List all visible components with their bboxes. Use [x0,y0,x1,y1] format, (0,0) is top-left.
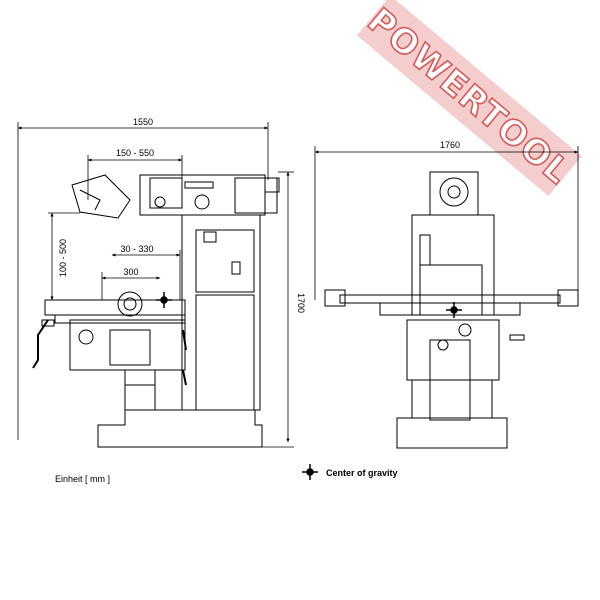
front-view-machine [324,171,579,449]
watermark-text: POWERTOOL [360,1,578,193]
dim-100-500-label: 100 - 500 [58,239,68,277]
front-center-of-gravity-marker [446,302,462,318]
legend-gravity-icon [302,464,318,480]
dim-300-label: 300 [123,267,138,277]
center-of-gravity-label: Center of gravity [326,468,398,478]
dim-1700-label: 1700 [296,293,306,313]
dim-1550-label: 1550 [133,117,153,127]
dim-30-330-label: 30 - 330 [120,244,153,254]
center-of-gravity-marker [156,292,172,308]
dim-150-550-label: 150 - 550 [116,148,154,158]
unit-label: Einheit [ mm ] [55,474,110,484]
powertool-watermark: POWERTOOL [356,0,582,197]
side-view-machine [32,174,280,448]
dim-1760-label: 1760 [440,140,460,150]
